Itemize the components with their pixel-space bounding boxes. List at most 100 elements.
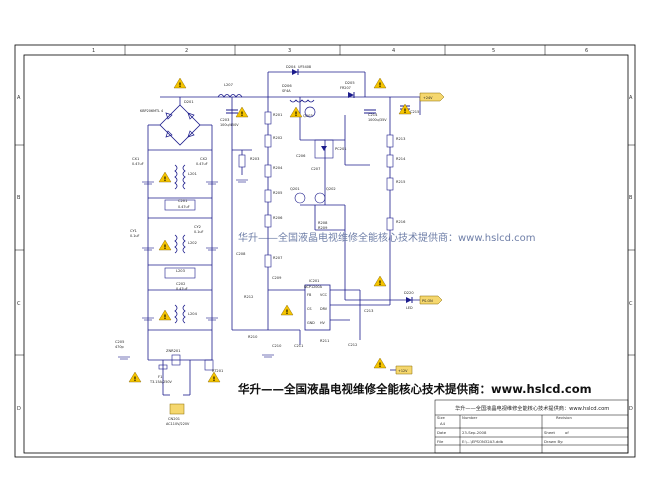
resistor-r207-ref: R207 [273, 256, 282, 260]
inductor-l202-ref: L202 [188, 241, 197, 245]
ic-value: NCP1200A [304, 285, 323, 289]
cap-c206-ref: C206 [296, 154, 306, 158]
inner-border [23, 54, 629, 454]
wiring [147, 71, 421, 396]
warning-marks: !!! !!! !!! !!! ! [134, 82, 407, 383]
resistor-r206-ref: R206 [273, 216, 283, 220]
port-ps-on-label: PS-ON [422, 299, 433, 303]
warning-icon [280, 304, 294, 316]
grid-ticks [15, 45, 635, 356]
cap-cx2-value: 0.47uF [196, 162, 208, 166]
warning-icon [158, 239, 172, 251]
cap-c212-ref: C212 [348, 343, 357, 347]
cap-cx1-value: 0.47uF [132, 162, 144, 166]
grid-row-a-right: A [629, 95, 633, 101]
cap-cx1-ref: CX1 [132, 157, 139, 161]
title-block-file-value: E:\...\EPSON32A3.ddb [462, 439, 504, 444]
cap-cy2-ref: CY2 [194, 225, 201, 229]
varistor-znr201 [171, 354, 181, 366]
grid-row-d-right: D [629, 406, 633, 412]
warning-icons [128, 77, 412, 383]
bridge-value: KBP206MTL 4 [140, 109, 163, 113]
cap-cy1-value: 0.1uF [130, 234, 140, 238]
resistor-r208-ref: R208 [318, 221, 328, 225]
cap-c210-ref: C210 [272, 344, 282, 348]
cap-c214-value: 1000u/35V [368, 118, 387, 122]
svg-text:!: ! [213, 376, 216, 383]
port-vout-mid [395, 365, 413, 375]
grid-col-2: 2 [185, 48, 188, 54]
resistor-r202-ref: R202 [273, 136, 282, 140]
warning-icon [235, 106, 249, 118]
diode-d220-value: LED [406, 306, 413, 310]
cap-c211-ref: C211 [294, 344, 303, 348]
ground-symbols [118, 179, 274, 360]
grid-row-b-right: B [629, 195, 633, 201]
svg-text:!: ! [241, 111, 244, 118]
transistor-q202 [314, 192, 326, 204]
line-filter [164, 164, 196, 324]
diode-d205 [348, 92, 354, 98]
svg-text:!: ! [179, 82, 182, 89]
diode-d204-value: UF5408 [298, 65, 311, 69]
grid-col-6: 6 [585, 48, 588, 54]
title-block-size-label: Size [437, 415, 445, 420]
inductor-l204-ref: L204 [188, 312, 198, 316]
warning-icon [373, 275, 387, 287]
cap-cx2-ref: CX2 [200, 157, 207, 161]
svg-text:!: ! [286, 309, 289, 316]
fuse-f1-ref: F1 [158, 375, 162, 379]
title-block-sheet-value: of [565, 430, 569, 435]
ic-pin-1: FB [307, 293, 312, 297]
optocoupler-pc201 [314, 139, 334, 159]
transistor-q201-ref: Q201 [290, 187, 300, 191]
resistor-r209-ref: R209 [318, 226, 328, 230]
warning-icon [289, 106, 303, 118]
svg-text:!: ! [295, 111, 298, 118]
warning-icon [207, 371, 221, 383]
diode-d206-value: SF4A [282, 89, 291, 93]
cap-c205-ref: C205 [115, 340, 124, 344]
cap-c203-value: 100u/450V [220, 123, 239, 127]
port-vout-top-label: +24V [423, 96, 433, 100]
cap-cy2-value: 0.1uF [194, 230, 204, 234]
grid-row-b: B [17, 195, 21, 201]
grid-row-c-right: C [629, 301, 633, 307]
warning-icon [373, 77, 387, 89]
svg-text:!: ! [134, 376, 137, 383]
port-vout-top [419, 92, 445, 102]
grid-row-a: A [17, 95, 21, 101]
fuse-f1 [158, 364, 168, 370]
grid-col-1: 1 [92, 48, 95, 54]
cap-c207-ref: C207 [311, 167, 320, 171]
resistor-r211-ref: R211 [320, 339, 329, 343]
grid-row-c: C [17, 301, 21, 307]
diode-d205-ref: D205 [345, 81, 355, 85]
diode-d220 [406, 297, 412, 303]
cap-c209-ref: C209 [272, 276, 282, 280]
ic-pin-2: VCC [320, 293, 328, 297]
cap-cy1-ref: CY1 [130, 229, 137, 233]
warning-icon [158, 171, 172, 183]
cap-c215-ref: C215 [410, 110, 419, 114]
cap-c202-value: 0.47uF [176, 287, 188, 291]
diode-d206-ref: D206 [282, 84, 292, 88]
inductor-l207 [217, 94, 243, 98]
title-block-file-label: File [437, 439, 444, 444]
connector-ref: CN201 [168, 417, 180, 421]
resistor-r216-ref: R216 [396, 220, 406, 224]
cap-c201-ref: C201 [178, 199, 187, 203]
title-block-size-value: A4 [440, 421, 446, 426]
cap-c201-value: 0.47uF [178, 205, 190, 209]
inductor-l201-ref: L201 [188, 172, 197, 176]
svg-text:!: ! [379, 280, 382, 287]
resistors-mid [238, 111, 272, 268]
resistor-r203-ref: R203 [250, 157, 259, 161]
ic-pin-4: DRV [320, 307, 328, 311]
outer-border [14, 44, 636, 458]
port-vout-mid-label: +12V [398, 369, 408, 373]
diode-d205-value: FR207 [340, 86, 351, 90]
diode-d204 [292, 69, 298, 75]
cap-c213-ref: C213 [364, 309, 373, 313]
